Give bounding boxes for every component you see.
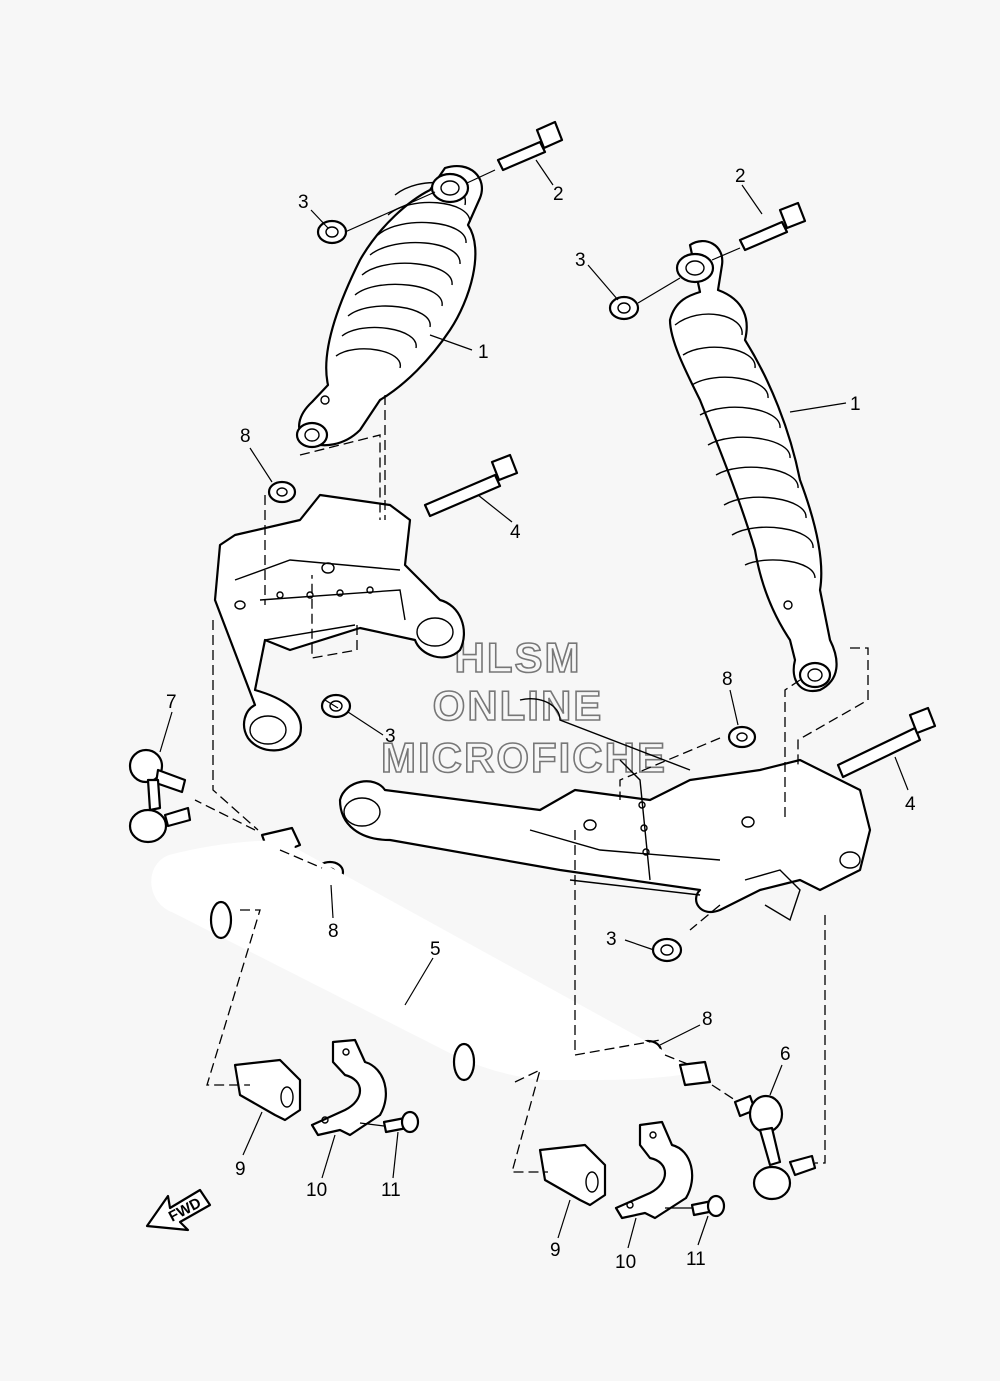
watermark-line-2: ONLINE — [433, 682, 604, 729]
bracket-right[interactable] — [614, 1120, 694, 1220]
small-bolt-left[interactable] — [382, 1110, 420, 1134]
callout-6-joint-right: 6 — [780, 1044, 791, 1065]
nut-lower-right[interactable] — [651, 937, 683, 963]
long-bolt-right[interactable] — [836, 706, 937, 779]
stabilizer-bar[interactable] — [151, 826, 712, 1087]
callout-8-stabilizer-left: 8 — [328, 921, 339, 942]
callout-5-stabilizer: 5 — [430, 939, 441, 960]
assembly-lines — [194, 169, 869, 1209]
nut-upper-left[interactable] — [316, 219, 348, 245]
bushing-right[interactable] — [538, 1143, 607, 1207]
shock-absorber-left[interactable] — [295, 165, 483, 449]
watermark: HLSM ONLINE MICROFICHE — [380, 633, 667, 782]
bracket-left[interactable] — [310, 1038, 387, 1137]
nut-middle[interactable] — [320, 693, 352, 719]
lower-arm-assembly — [338, 698, 872, 922]
callout-9-left: 9 — [235, 1159, 246, 1180]
stabilizer-joint-left[interactable] — [128, 748, 192, 844]
callout-3-upper-right-nut: 3 — [575, 250, 586, 271]
callout-8-stabilizer-right: 8 — [702, 1009, 713, 1030]
flange-nut-right[interactable] — [727, 725, 757, 749]
nut-upper-right[interactable] — [608, 295, 640, 321]
callout-3-upper-left-nut: 3 — [298, 192, 309, 213]
callout-8-right: 8 — [722, 669, 733, 690]
callout-3-middle-nut: 3 — [385, 726, 396, 747]
callout-2-right-bolt: 2 — [735, 166, 746, 187]
callout-4-left-bolt: 4 — [510, 522, 521, 543]
callout-10-left: 10 — [306, 1180, 327, 1201]
callout-labels: 1 1 2 2 3 3 3 3 4 4 5 6 7 8 8 8 8 9 9 10… — [166, 166, 916, 1273]
small-bolt-right[interactable] — [690, 1194, 726, 1218]
watermark-line-3: MICROFICHE — [381, 734, 667, 781]
fwd-arrow-icon: FWD — [145, 1188, 212, 1232]
callout-4-right-bolt: 4 — [905, 794, 916, 815]
callout-1-left-shock: 1 — [478, 342, 489, 363]
bolt-upper-left[interactable] — [496, 120, 564, 172]
flange-nut-upper-left[interactable] — [267, 480, 297, 504]
watermark-line-1: HLSM — [455, 634, 582, 681]
callout-11-left: 11 — [381, 1180, 401, 1201]
callout-10-right: 10 — [615, 1252, 636, 1273]
callout-1-right-shock: 1 — [850, 394, 861, 415]
upper-arm-assembly — [213, 493, 465, 752]
callout-2-left-bolt: 2 — [553, 184, 564, 205]
stabilizer-joint-right[interactable] — [733, 1094, 817, 1201]
bushing-left[interactable] — [233, 1058, 302, 1122]
callout-7-joint-left: 7 — [166, 692, 177, 713]
bolt-upper-right[interactable] — [738, 201, 807, 252]
callout-3-lower-right-nut: 3 — [606, 929, 617, 950]
callout-9-right: 9 — [550, 1240, 561, 1261]
callout-11-right: 11 — [686, 1249, 706, 1270]
callout-8-upper-left: 8 — [240, 426, 251, 447]
callout-leaders — [159, 159, 909, 1249]
shock-absorber-right[interactable] — [668, 239, 838, 693]
long-bolt-left[interactable] — [423, 453, 519, 518]
